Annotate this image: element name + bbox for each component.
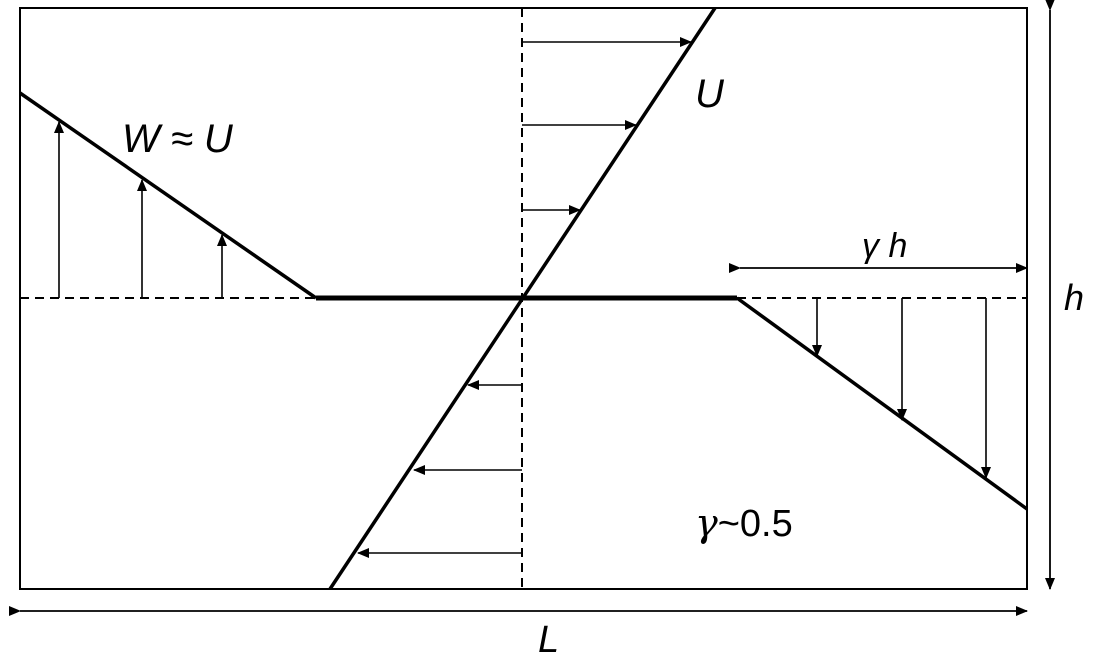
- label-w-approx-u: W ≈ U: [122, 117, 234, 161]
- gamma-symbol: γ: [695, 501, 718, 545]
- label-gamma-h: γ h: [862, 227, 907, 265]
- label-h: h: [1064, 277, 1084, 318]
- label-u: U: [695, 72, 725, 116]
- gamma-value: ~0.5: [718, 503, 793, 545]
- w-profile-left: [19, 91, 317, 300]
- label-gamma-value: γ~0.5: [695, 501, 793, 545]
- w-profile-right: [735, 296, 1029, 511]
- label-l: L: [538, 619, 559, 660]
- u-profile-line: [328, 7, 717, 590]
